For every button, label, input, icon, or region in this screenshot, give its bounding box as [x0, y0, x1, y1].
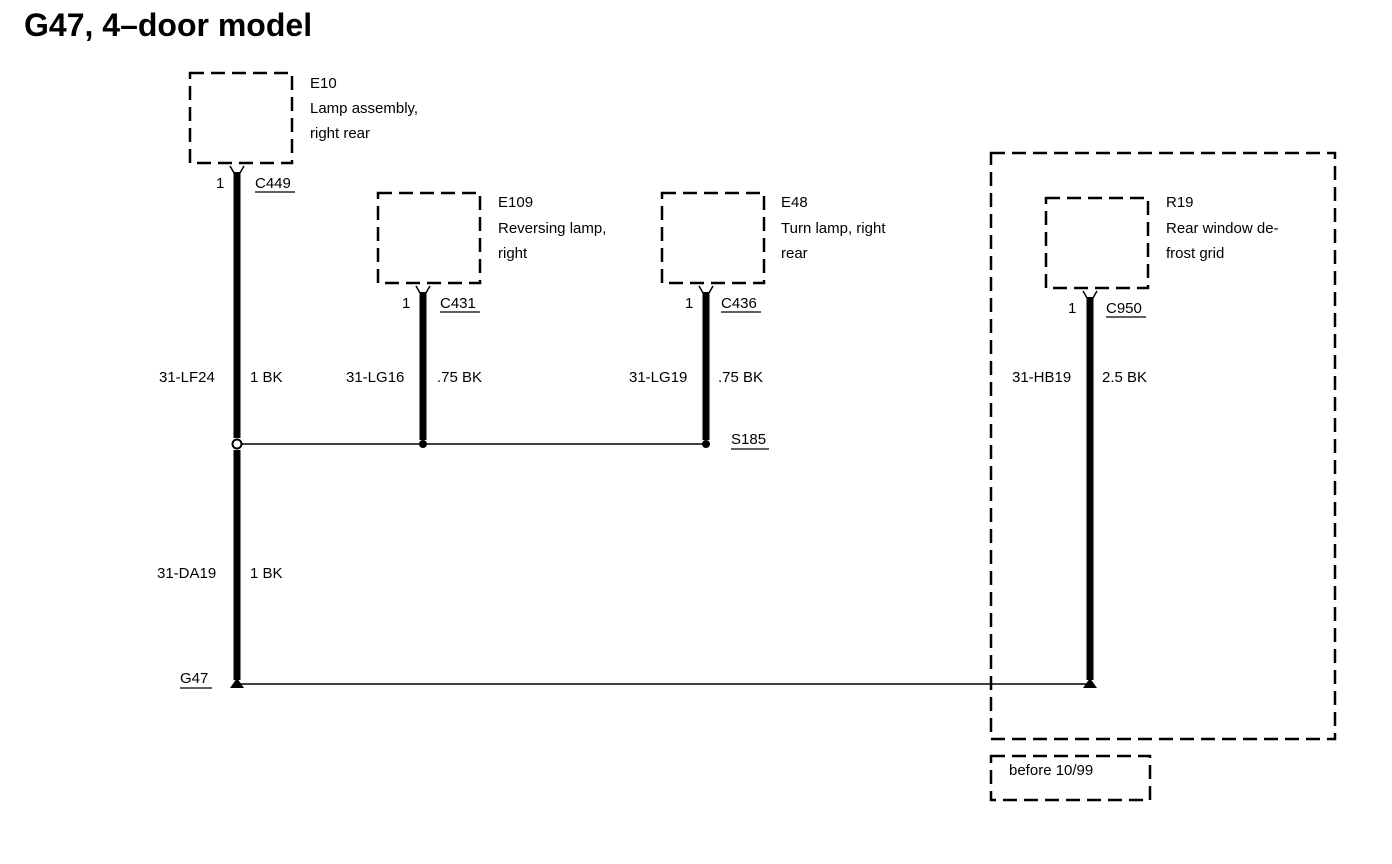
wire-lg16-code: 31-LG16	[346, 369, 404, 386]
variant-note-text: before 10/99	[1009, 762, 1093, 779]
r19-desc-line1: Rear window de-	[1166, 220, 1279, 237]
wire-da19-spec: 1 BK	[250, 565, 283, 582]
e109-desc-line2: right	[498, 245, 528, 262]
e10-pin-label: 1	[216, 175, 224, 192]
e10-component-box	[188, 71, 294, 165]
e48-pin-label: 1	[685, 295, 693, 312]
ground-terminal-left	[230, 678, 244, 688]
splice-node-e109	[419, 440, 427, 448]
wire-hb19-code: 31-HB19	[1012, 369, 1071, 386]
e10-connector-label: C449	[255, 175, 291, 192]
e48-desc-line2: rear	[781, 245, 808, 262]
r19-desc-line2: frost grid	[1166, 245, 1224, 262]
ground-label: G47	[180, 670, 208, 687]
e48-component-box	[660, 191, 766, 285]
r19-id-label: R19	[1166, 194, 1194, 211]
e109-component-box	[376, 191, 482, 285]
variant-enclosure-box	[989, 151, 1337, 741]
wire-hb19-spec: 2.5 BK	[1102, 369, 1147, 386]
splice-node-e10	[231, 438, 243, 450]
e48-id-label: E48	[781, 194, 808, 211]
ground-terminal-right	[1083, 678, 1097, 688]
e109-desc-line1: Reversing lamp,	[498, 220, 606, 237]
variant-note-box	[989, 754, 1152, 802]
e10-desc-line1: Lamp assembly,	[310, 100, 418, 117]
e109-connector-label: C431	[440, 295, 476, 312]
splice-node-e48	[702, 440, 710, 448]
e48-connector-label: C436	[721, 295, 757, 312]
r19-pin-label: 1	[1068, 300, 1076, 317]
wire-lg19-code: 31-LG19	[629, 369, 687, 386]
wire-lf24-spec: 1 BK	[250, 369, 283, 386]
e48-desc-line1: Turn lamp, right	[781, 220, 886, 237]
wire-lg16-spec: .75 BK	[437, 369, 482, 386]
e10-desc-line2: right rear	[310, 125, 370, 142]
e10-id-label: E10	[310, 75, 337, 92]
e109-id-label: E109	[498, 194, 533, 211]
wire-da19-code: 31-DA19	[157, 565, 216, 582]
r19-connector-label: C950	[1106, 300, 1142, 317]
splice-label: S185	[731, 431, 766, 448]
wire-lf24-code: 31-LF24	[159, 369, 215, 386]
diagram-title: G47, 4–door model	[24, 7, 312, 43]
e109-pin-label: 1	[402, 295, 410, 312]
r19-component-box	[1044, 196, 1150, 290]
wire-lg19-spec: .75 BK	[718, 369, 763, 386]
